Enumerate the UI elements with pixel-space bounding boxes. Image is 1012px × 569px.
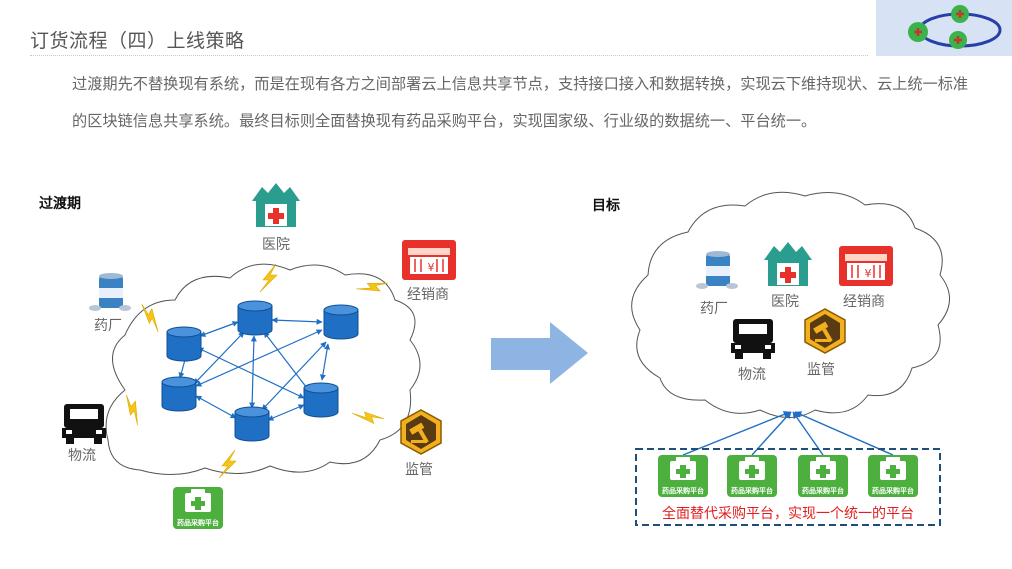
network-logo-icon bbox=[908, 5, 1002, 49]
database-icon bbox=[161, 376, 197, 412]
platform-label: 药品采购平台 bbox=[662, 486, 704, 495]
target-label: 目标 bbox=[592, 198, 620, 214]
transition-cloud bbox=[105, 263, 421, 476]
intro-paragraph: 过渡期先不替换现有系统，而是在现有各方之间部署云上信息共享节点，支持接口接入和数… bbox=[72, 75, 969, 130]
hospital-icon bbox=[252, 183, 300, 227]
logo bbox=[876, 0, 1012, 56]
truck-icon bbox=[731, 319, 775, 359]
store-icon bbox=[401, 239, 457, 281]
store-icon bbox=[838, 245, 894, 287]
database-icon bbox=[234, 406, 270, 442]
logistics-label: 物流 bbox=[68, 448, 96, 464]
title-divider bbox=[30, 55, 868, 56]
transition-arrow bbox=[491, 322, 588, 384]
distributor-label: 经销商 bbox=[407, 287, 449, 303]
platform-label: 药品采购平台 bbox=[731, 486, 773, 495]
target-regulator-label: 监管 bbox=[807, 362, 835, 378]
platform-label: 药品采购平台 bbox=[177, 518, 219, 527]
database-icon bbox=[166, 326, 202, 362]
target-hospital-label: 医院 bbox=[771, 294, 799, 310]
platform-label: 药品采购平台 bbox=[872, 486, 914, 495]
target-caption: 全面替代采购平台，实现一个统一的平台 bbox=[662, 506, 914, 522]
database-icon bbox=[237, 300, 273, 336]
target-pharma-label: 药厂 bbox=[700, 301, 728, 317]
database-icon bbox=[303, 382, 339, 418]
paint-can-icon bbox=[89, 273, 131, 311]
pharma-label: 药厂 bbox=[94, 318, 122, 334]
regulator-label: 监管 bbox=[405, 462, 433, 478]
target-logistics-label: 物流 bbox=[738, 367, 766, 383]
truck-icon bbox=[62, 404, 106, 444]
database-icon bbox=[323, 304, 359, 340]
slide-title: 订货流程（四）上线策略 bbox=[30, 30, 245, 52]
target-distributor-label: 经销商 bbox=[843, 294, 885, 310]
platform-connectors bbox=[682, 411, 894, 456]
transition-label: 过渡期 bbox=[39, 196, 81, 212]
hospital-label: 医院 bbox=[262, 237, 290, 253]
platform-group-box bbox=[635, 448, 941, 526]
platform-label: 药品采购平台 bbox=[802, 486, 844, 495]
